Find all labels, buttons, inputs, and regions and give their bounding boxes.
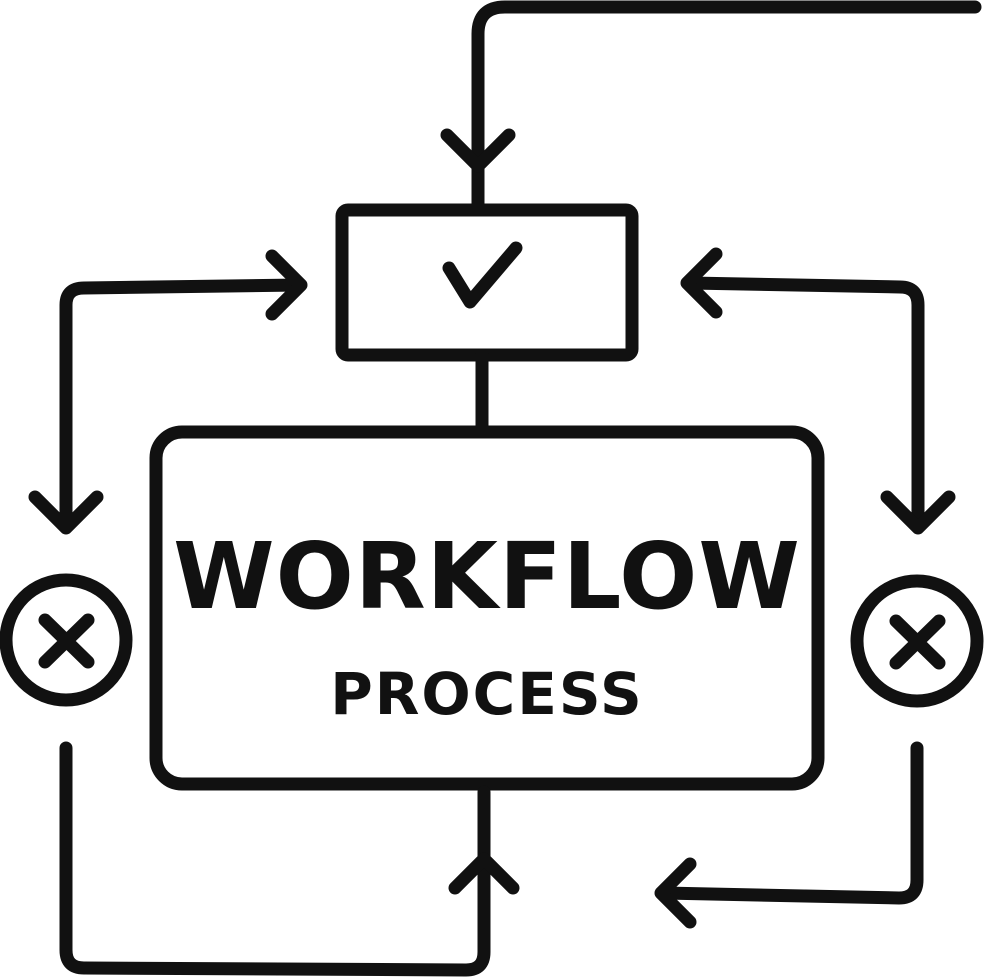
right-loop-arrowhead-left bbox=[680, 247, 723, 319]
reject-left-node bbox=[0, 573, 133, 707]
right-output-connector bbox=[657, 741, 924, 905]
bottom-return-connector bbox=[59, 741, 491, 977]
diagram-subtitle: PROCESS bbox=[330, 660, 644, 728]
process-node bbox=[149, 425, 825, 791]
bottom-return-arrowhead bbox=[448, 852, 520, 895]
x-icon bbox=[38, 613, 95, 669]
incoming-connector bbox=[471, 0, 982, 212]
left-loop-arrowhead-down bbox=[28, 490, 104, 535]
right-loop-connector bbox=[683, 276, 925, 532]
incoming-arrowhead bbox=[440, 128, 516, 173]
left-loop-connector bbox=[59, 278, 307, 532]
check-icon bbox=[442, 241, 523, 309]
diagram-title: WORKFLOW bbox=[173, 523, 801, 630]
x-icon bbox=[889, 614, 946, 670]
left-loop-arrowhead-right bbox=[265, 249, 308, 321]
right-output-arrowhead bbox=[654, 857, 697, 929]
reject-right-node bbox=[850, 574, 984, 708]
right-loop-arrowhead-down bbox=[880, 490, 956, 535]
